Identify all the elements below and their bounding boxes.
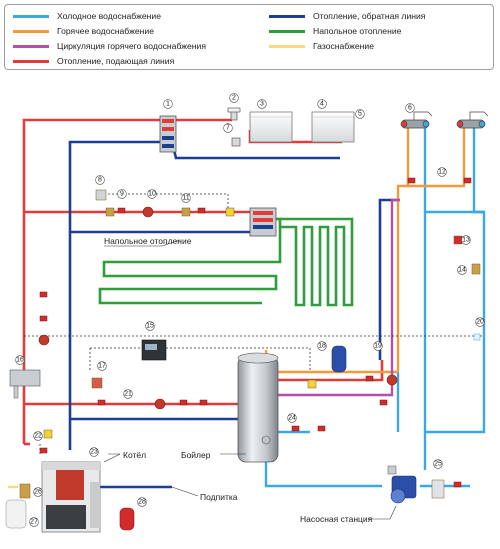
marker-6: 6	[405, 103, 415, 113]
svg-text:18: 18	[318, 343, 326, 350]
svg-text:20: 20	[476, 319, 484, 326]
marker-17: 17	[97, 361, 107, 371]
label-kotel: Котёл	[123, 450, 146, 460]
svg-text:27: 27	[30, 519, 38, 526]
pump-station	[387, 465, 417, 504]
svg-text:7: 7	[226, 125, 230, 132]
hydraulic-separator	[9, 369, 41, 399]
marker-14: 14	[457, 265, 467, 275]
svg-text:24: 24	[288, 415, 296, 422]
marker-20: 20	[475, 317, 485, 327]
radiator-manifold	[159, 115, 177, 153]
marker-3: 3	[257, 99, 267, 109]
mixer-tap-right	[456, 111, 489, 129]
floor-heating-loop-left	[98, 217, 282, 305]
marker-12: 12	[437, 167, 447, 177]
svg-text:1: 1	[166, 101, 170, 108]
marker-11: 11	[181, 193, 191, 203]
svg-text:28: 28	[138, 499, 146, 506]
marker-24: 24	[287, 413, 297, 423]
cold-water-pipes	[264, 128, 486, 488]
small-components	[5, 189, 481, 529]
legend-item-gas: Газоснабжение	[269, 41, 374, 51]
marker-8: 8	[95, 175, 105, 185]
balancing-valve	[231, 137, 241, 147]
svg-text:22: 22	[34, 433, 42, 440]
marker-15: 15	[145, 321, 155, 331]
marker-27: 27	[29, 517, 39, 527]
legend-item-floor-heating: Напольное отопление	[269, 26, 401, 36]
svg-text:13: 13	[462, 237, 470, 244]
legend-item-hot-water: Горячее водоснабжение	[13, 26, 154, 36]
expansion-vessel-28	[119, 507, 135, 531]
svg-text:16: 16	[16, 357, 24, 364]
legend: Холодное водоснабжение Горячее водоснабж…	[4, 4, 494, 70]
label-boiler: Бойлер	[181, 450, 211, 460]
legend-item-heating-return: Отопление, обратная линия	[269, 11, 425, 21]
svg-text:15: 15	[146, 323, 154, 330]
marker-21: 21	[123, 389, 133, 399]
svg-text:26: 26	[34, 489, 42, 496]
svg-text:4: 4	[320, 101, 324, 108]
svg-text:12: 12	[438, 169, 446, 176]
thermostatic-valve	[227, 107, 241, 121]
label-leaders	[103, 239, 397, 520]
svg-text:10: 10	[148, 191, 156, 198]
legend-item-cold-water: Холодное водоснабжение	[13, 11, 161, 21]
svg-text:3: 3	[260, 101, 264, 108]
radiator-5	[311, 111, 355, 143]
boiler-tank	[237, 352, 279, 463]
expansion-vessel-18	[331, 345, 347, 373]
marker-5: 5	[355, 109, 365, 119]
label-floor-heating: Напольное отопление	[104, 236, 192, 246]
marker-16: 16	[15, 355, 25, 365]
legend-item-hot-water-circulation: Циркуляция горячего водоснабжения	[13, 41, 206, 51]
mixer-tap-left	[400, 111, 433, 129]
svg-text:2: 2	[232, 95, 236, 102]
svg-text:25: 25	[434, 461, 442, 468]
floor-heating-manifold	[249, 207, 277, 237]
label-podpitka: Подпитка	[200, 492, 238, 502]
marker-22: 22	[33, 431, 43, 441]
radiator-3	[249, 111, 293, 143]
marker-1: 1	[163, 99, 173, 109]
marker-25: 25	[433, 459, 443, 469]
circulation-pumps	[38, 206, 398, 410]
marker-4: 4	[317, 99, 327, 109]
marker-19: 19	[373, 341, 383, 351]
floor-heating-loop-right	[276, 217, 354, 307]
svg-text:21: 21	[124, 391, 132, 398]
svg-text:19: 19	[374, 343, 382, 350]
gas-boiler-kotel	[41, 461, 101, 533]
svg-text:17: 17	[98, 363, 106, 370]
svg-text:14: 14	[458, 267, 466, 274]
shutoff-valves	[39, 177, 472, 488]
marker-13: 13	[461, 235, 471, 245]
svg-text:23: 23	[90, 449, 98, 456]
svg-text:5: 5	[358, 111, 362, 118]
svg-text:6: 6	[408, 105, 412, 112]
svg-text:11: 11	[182, 195, 189, 202]
marker-26: 26	[33, 487, 43, 497]
label-pump-station: Насосная станция	[300, 514, 373, 524]
marker-23: 23	[89, 447, 99, 457]
marker-2: 2	[229, 93, 239, 103]
legend-item-heating-supply: Отопление, подающая линия	[13, 56, 174, 66]
marker-9: 9	[117, 189, 127, 199]
svg-text:8: 8	[98, 177, 102, 184]
marker-10: 10	[147, 189, 157, 199]
controller-unit	[141, 339, 167, 361]
svg-text:9: 9	[120, 191, 124, 198]
marker-18: 18	[317, 341, 327, 351]
marker-28: 28	[137, 497, 147, 507]
marker-7: 7	[223, 123, 233, 133]
